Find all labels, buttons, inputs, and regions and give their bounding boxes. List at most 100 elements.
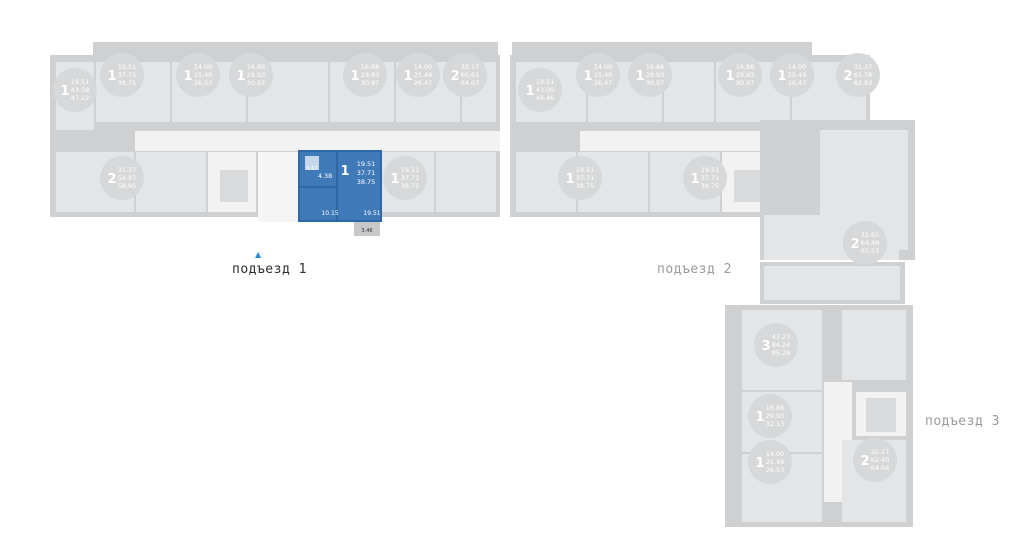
apartment-rooms-count: 2 <box>850 237 859 252</box>
apartment-badge-circle <box>683 156 727 200</box>
apartment-area-value: 64.48 <box>861 239 880 247</box>
apartment-badge-circle <box>853 438 897 482</box>
apartment-area-value: 14.00 <box>594 63 613 71</box>
apartment-area-value: 14.00 <box>414 63 433 71</box>
entrance-label-3[interactable]: подъезд 3 <box>925 414 1000 429</box>
apartment-area-value: 14.00 <box>788 63 807 71</box>
apartment-badge-circle <box>754 323 798 367</box>
apartment-area-value: 26.47 <box>788 79 807 87</box>
selected-rooms-count: 1 <box>340 164 349 179</box>
apartment-rooms-count: 1 <box>525 84 534 99</box>
apartment-rooms-count: 3 <box>761 339 770 354</box>
apartment-rooms-count: 1 <box>565 172 574 187</box>
apartment-area-value: 31.37 <box>854 63 873 71</box>
apartment-badge-circle <box>558 156 602 200</box>
apartment-area-value: 16.88 <box>646 63 665 71</box>
apartment-area-value: 30.97 <box>646 79 665 87</box>
apartment-area-value: 64.04 <box>871 464 890 472</box>
selected-living-area: 19.51 <box>357 160 376 168</box>
apartment-area-value: 58.95 <box>118 182 137 190</box>
apartment-rooms-count: 1 <box>755 410 764 425</box>
apartment-badge-circle <box>843 221 887 265</box>
apartment-rooms-count: 1 <box>635 69 644 84</box>
selected-balcony-area: 3.46 <box>361 228 372 234</box>
apartment-rooms-count: 2 <box>843 69 852 84</box>
apartment-area-value: 29.93 <box>736 71 755 79</box>
apartment-badge-circle <box>718 53 762 97</box>
apartment-badge-circle <box>229 53 273 97</box>
apartment-area-value: 65.53 <box>861 247 880 255</box>
apartment-area-value: 38.75 <box>401 182 420 190</box>
apartment-area-value: 25.49 <box>414 71 433 79</box>
apartment-badge-circle <box>748 394 792 438</box>
apartment-area-value: 32.65 <box>861 231 880 239</box>
apartment-area-value: 38.75 <box>701 182 720 190</box>
apartment-area-value: 19.51 <box>71 78 90 86</box>
apartment-area-value: 14.00 <box>766 450 785 458</box>
apartment-area-value: 19.51 <box>118 63 137 71</box>
apartment-badge-circle <box>748 440 792 484</box>
selected-room-area: 19.51 <box>363 210 380 217</box>
apartment-badge-circle <box>396 53 440 97</box>
entrance-arrow-icon: ▲ <box>255 250 262 259</box>
apartment-area-value: 62.83 <box>854 79 873 87</box>
apartment-badge-circle <box>628 53 672 97</box>
selected-kitchen-area: 10.15 <box>321 210 338 217</box>
apartment-badge-circle <box>770 53 814 97</box>
selected-total-area: 37.71 <box>357 169 376 177</box>
apartment-badge-circle <box>176 53 220 97</box>
apartment-area-value: 37.71 <box>701 174 720 182</box>
apartment-area-value: 32.13 <box>766 420 785 428</box>
apartment-rooms-count: 1 <box>725 69 734 84</box>
apartment-rooms-count: 1 <box>403 69 412 84</box>
apartment-badge-circle <box>576 53 620 97</box>
apartment-area-value: 43.00 <box>536 86 555 94</box>
apartment-badge-circle <box>383 156 427 200</box>
apartment-rooms-count: 2 <box>860 454 869 469</box>
apartment-area-value: 25.49 <box>766 458 785 466</box>
apartment-area-value: 30.97 <box>736 79 755 87</box>
apartment-area-value: 85.28 <box>772 349 791 357</box>
apartment-badge-circle <box>518 68 562 112</box>
apartment-badge-circle <box>343 53 387 97</box>
apartment-area-value: 19.51 <box>401 166 420 174</box>
apartment-area-value: 84.24 <box>772 341 791 349</box>
apartment-area-value: 54.87 <box>118 174 137 182</box>
apartment-badge-circle <box>443 53 487 97</box>
apartment-area-value: 46.46 <box>536 94 555 102</box>
apartment-area-value: 25.49 <box>788 71 807 79</box>
apartment-area-value: 32.17 <box>871 448 890 456</box>
apartment-badge-circle <box>100 156 144 200</box>
apartment-badge-circle <box>53 68 97 112</box>
apartment-badge-circle <box>100 53 144 97</box>
apartment-area-value: 37.71 <box>118 71 137 79</box>
entrance-label-2[interactable]: подъезд 2 <box>657 262 732 277</box>
apartment-rooms-count: 1 <box>690 172 699 187</box>
entrance-label-1[interactable]: подъезд 1 <box>232 262 307 277</box>
apartment-area-value: 62.40 <box>871 456 890 464</box>
apartment-area-value: 26.53 <box>766 466 785 474</box>
